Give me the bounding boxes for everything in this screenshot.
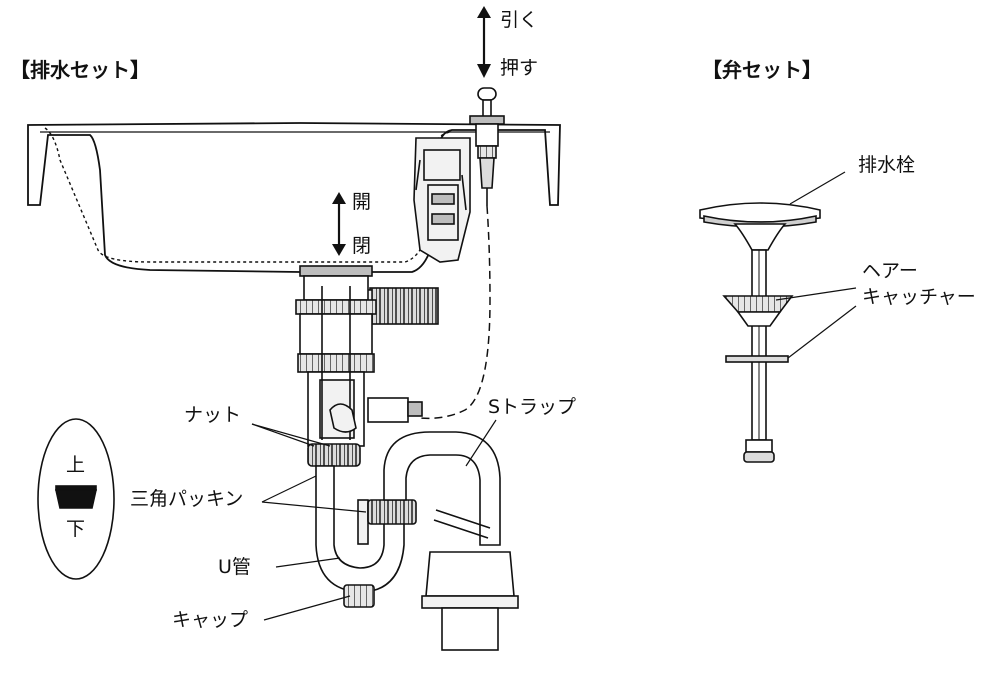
- lift-arm: [329, 397, 423, 433]
- label-drain-plug: 排水栓: [858, 154, 916, 176]
- label-u-pipe: U管: [218, 556, 251, 578]
- label-packing: 三角パッキン: [130, 488, 244, 510]
- label-orient-top: 上: [66, 454, 86, 476]
- header-valve-set: 【弁セット】: [702, 58, 822, 82]
- s-trap: [383, 431, 519, 651]
- arrow-pull-push: [477, 6, 491, 78]
- header-drain-set: 【排水セット】: [10, 58, 150, 82]
- label-push: 押す: [500, 57, 539, 79]
- overflow-mechanism: [413, 137, 471, 263]
- label-hair-catcher-line1: ヘアー: [862, 260, 918, 282]
- label-close: 閉: [352, 235, 372, 257]
- arrow-open-close: [332, 192, 346, 256]
- label-cap: キャップ: [172, 609, 249, 631]
- push-rod: [469, 87, 505, 206]
- nut-part: [307, 443, 361, 467]
- label-orient-bottom: 下: [66, 518, 86, 540]
- label-nut: ナット: [184, 404, 242, 426]
- orientation-inset: [37, 418, 115, 580]
- control-cable: [419, 205, 491, 420]
- label-s-trap: Sトラップ: [488, 396, 577, 418]
- leader-lines: [251, 171, 857, 621]
- label-pull: 引く: [500, 9, 539, 31]
- overflow-hose: [369, 287, 439, 325]
- label-open: 開: [352, 191, 372, 213]
- label-hair-catcher-line2: キャッチャー: [862, 286, 976, 308]
- u-pipe: [315, 465, 417, 608]
- valve-assembly: [699, 202, 821, 463]
